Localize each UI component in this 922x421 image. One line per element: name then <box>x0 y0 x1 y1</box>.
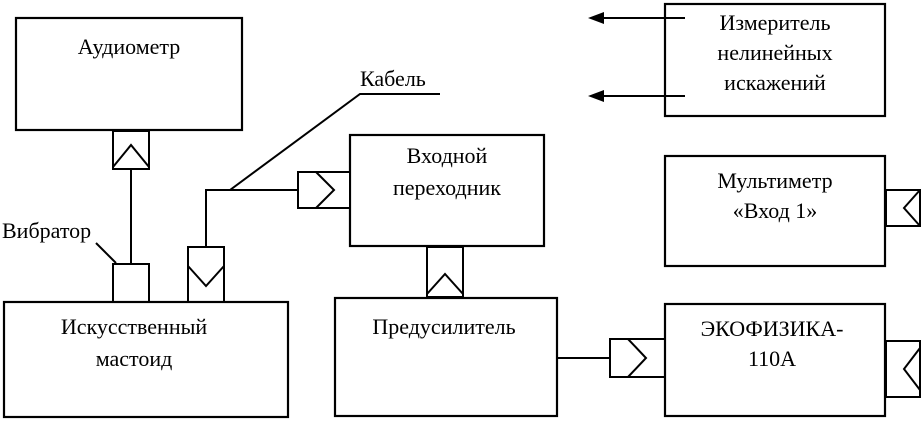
audiometer-output-connector <box>112 130 150 170</box>
arrow-to-left-bottom <box>588 90 685 102</box>
multimeter-block: Мультиметр «Вход 1» <box>663 154 887 268</box>
ecophysics-output-connector <box>885 340 921 398</box>
vibrator-block <box>112 263 150 303</box>
cable-connector <box>187 246 225 303</box>
audiometer-label: Аудиометр <box>78 34 181 59</box>
distortion-meter-label-line2: нелинейных <box>717 40 832 65</box>
artificial-mastoid-label-line1: Искусственный <box>61 314 208 339</box>
input-adapter-label-line1: Входной <box>407 143 488 168</box>
vibrator-label: Вибратор <box>2 218 91 243</box>
ecophysics-block: ЭКОФИЗИКА- 110А <box>663 302 887 418</box>
cable-label: Кабель <box>360 66 426 91</box>
input-adapter-input-connector <box>297 171 351 209</box>
ecophysics-label-line1: ЭКОФИЗИКА- <box>701 316 844 341</box>
artificial-mastoid-label-line2: мастоид <box>96 346 173 371</box>
artificial-mastoid-block: Искусственный мастоид <box>2 300 290 419</box>
distortion-meter-block: Измеритель нелинейных искажений <box>663 2 887 118</box>
multimeter-label-line1: Мультиметр <box>717 168 832 193</box>
arrow-to-left-top <box>588 12 685 24</box>
preamplifier-label: Предусилитель <box>372 314 515 339</box>
distortion-meter-label-line3: искажений <box>724 70 826 95</box>
input-adapter-label-line2: переходник <box>393 175 501 200</box>
multimeter-connector <box>885 189 921 227</box>
distortion-meter-label-line1: Измеритель <box>719 10 830 35</box>
ecophysics-input-connector <box>609 338 666 378</box>
multimeter-label-line2: «Вход 1» <box>733 198 818 223</box>
input-adapter-output-connector <box>426 246 464 298</box>
ecophysics-label-line2: 110А <box>748 346 796 371</box>
audiometer-block: Аудиометр <box>14 16 244 132</box>
preamplifier-block: Предусилитель <box>333 296 559 418</box>
input-adapter-block: Входной переходник <box>348 133 546 248</box>
